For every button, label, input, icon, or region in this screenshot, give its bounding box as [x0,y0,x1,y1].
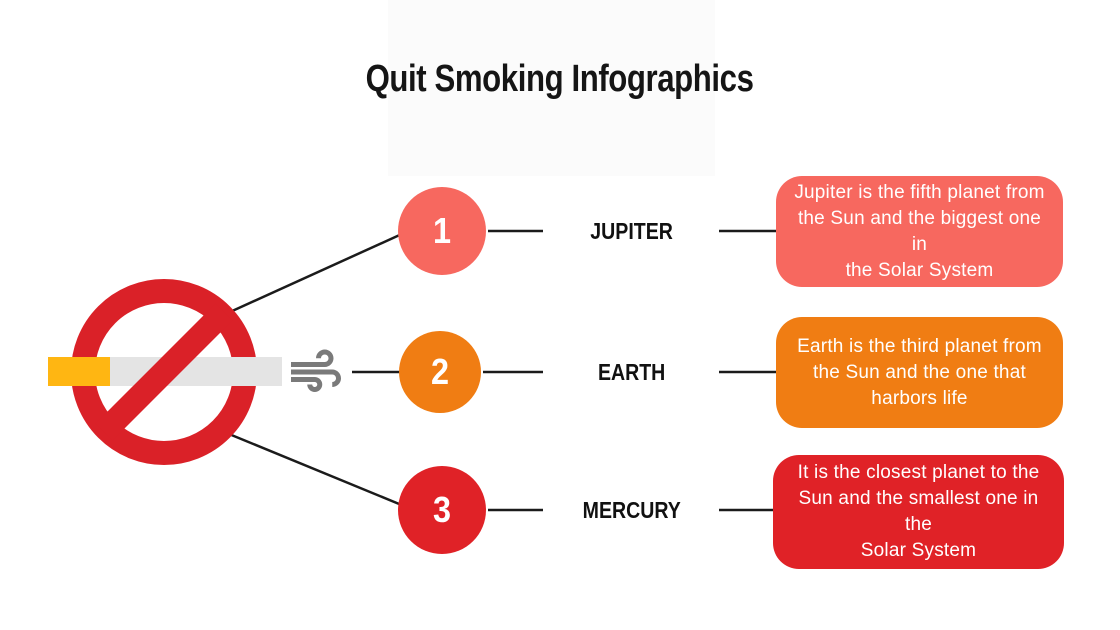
step-circle-2: 2 [399,331,481,413]
page-title-text: Quit Smoking Infographics [366,58,754,100]
row-label-jupiter: JUPITER [546,217,718,245]
step-number-1: 1 [432,210,452,251]
cigarette-filter [48,357,110,386]
page-title: Quit Smoking Infographics [0,58,1120,101]
row-label-earth: EARTH [546,358,718,386]
row-label-text: MERCURY [582,496,682,523]
wind-icon [291,349,341,392]
row-label-text: JUPITER [590,217,674,244]
step-number-2: 2 [430,351,450,392]
step-circle-1: 1 [398,187,486,275]
row-label-text: EARTH [598,358,666,385]
title-backdrop [388,0,715,176]
step-number-3: 3 [432,489,452,530]
step-circle-3: 3 [398,466,486,554]
description-box-mercury: It is the closest planet to the Sun and … [773,455,1064,569]
row-label-mercury: MERCURY [546,496,718,524]
description-box-jupiter: Jupiter is the fifth planet from the Sun… [776,176,1063,287]
description-box-earth: Earth is the third planet from the Sun a… [776,317,1063,428]
